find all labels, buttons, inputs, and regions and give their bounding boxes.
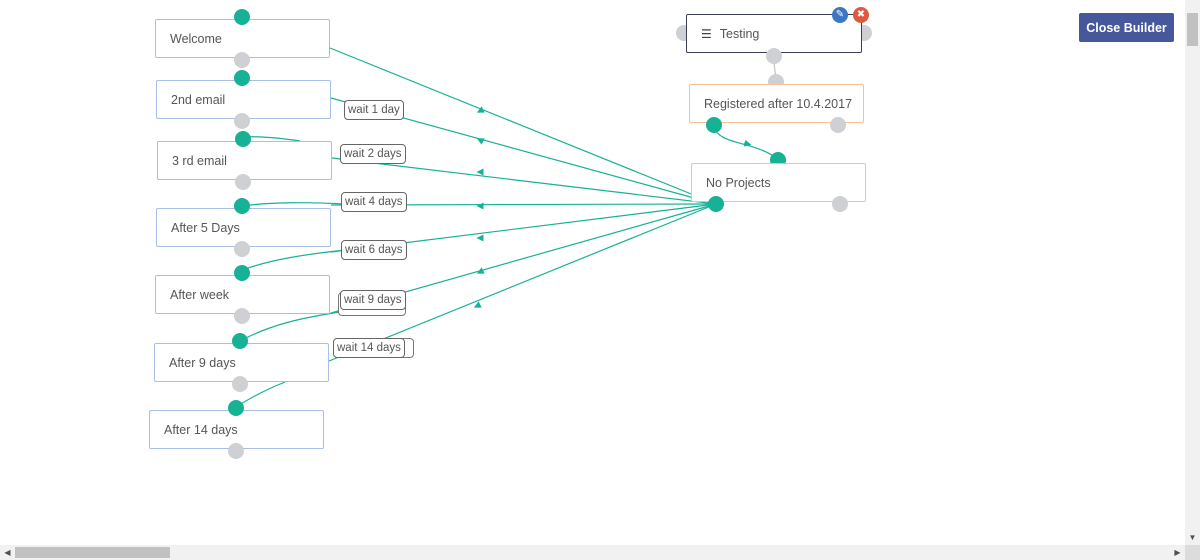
input-anchor[interactable] [234, 70, 250, 86]
connector-line [331, 157, 717, 205]
input-anchor[interactable] [234, 265, 250, 281]
email-node-label: After 14 days [164, 422, 238, 437]
output-anchor[interactable] [832, 196, 848, 212]
connector-line [241, 249, 346, 271]
close-builder-button[interactable]: Close Builder [1079, 13, 1174, 42]
scrollbar-corner [1185, 545, 1200, 560]
list-icon: ☰ [701, 26, 712, 41]
wait-label[interactable]: wait 9 days [340, 290, 406, 310]
connector-arrow [476, 138, 485, 145]
edit-icon[interactable]: ✎ [832, 7, 848, 23]
output-anchor[interactable] [235, 174, 251, 190]
delete-icon[interactable]: ✖ [853, 7, 869, 23]
input-anchor[interactable] [232, 333, 248, 349]
email-node-label: 3 rd email [172, 153, 227, 168]
connector-arrow [476, 267, 485, 274]
email-node-label: After 5 Days [171, 220, 240, 235]
email-node-label: After 9 days [169, 355, 236, 370]
output-anchor[interactable] [706, 117, 722, 133]
input-anchor[interactable] [235, 131, 251, 147]
output-anchor[interactable] [232, 376, 248, 392]
connector-line [713, 125, 778, 159]
wait-label[interactable]: wait 1 day [344, 100, 404, 120]
output-anchor[interactable] [234, 241, 250, 257]
output-anchor[interactable] [234, 308, 250, 324]
connector-arrow [473, 301, 482, 308]
wait-label[interactable]: wait 14 days [333, 338, 405, 358]
filter-node[interactable]: No Projects [691, 163, 866, 202]
email-node[interactable]: 2nd email [156, 80, 331, 119]
connector-arrow [476, 106, 485, 113]
filter-node-label: No Projects [706, 175, 771, 190]
source-node-label: Testing [719, 26, 760, 41]
output-anchor[interactable] [830, 117, 846, 133]
wait-label[interactable]: wait 6 days [341, 240, 407, 260]
scroll-down-icon[interactable]: ▼ [1188, 533, 1197, 542]
builder-canvas[interactable]: Welcome 2nd email 3 rd email After 5 Day… [0, 0, 1185, 545]
source-node[interactable]: ☰ Testing [686, 14, 862, 53]
connector-line [329, 47, 717, 205]
connector-line [239, 311, 341, 342]
email-node-label: Welcome [170, 31, 222, 46]
email-node[interactable]: After week [155, 275, 330, 314]
email-node-label: After week [170, 287, 230, 302]
horizontal-scrollbar[interactable] [0, 545, 1185, 560]
vertical-scrollbar[interactable] [1185, 0, 1200, 545]
scroll-left-icon[interactable]: ◀ [4, 548, 11, 557]
wait-label[interactable]: wait 4 days [341, 192, 407, 212]
output-anchor[interactable] [234, 52, 250, 68]
filter-node-label: Registered after 10.4.2017 [704, 96, 853, 111]
output-anchor[interactable] [234, 113, 250, 129]
scroll-right-icon[interactable]: ▶ [1174, 548, 1181, 557]
filter-node[interactable]: Registered after 10.4.2017 [689, 84, 864, 123]
horizontal-scroll-thumb[interactable] [15, 547, 170, 558]
email-node-label: 2nd email [171, 92, 226, 107]
email-node[interactable]: After 14 days [149, 410, 324, 449]
connector-arrow [743, 139, 752, 147]
output-anchor[interactable] [708, 196, 724, 212]
output-anchor[interactable] [228, 443, 244, 459]
connector-line [328, 203, 717, 362]
wait-label[interactable]: wait 2 days [340, 144, 406, 164]
vertical-scroll-thumb[interactable] [1187, 13, 1198, 46]
input-anchor[interactable] [234, 198, 250, 214]
input-anchor[interactable] [228, 400, 244, 416]
connector-line [241, 202, 346, 207]
output-anchor[interactable] [766, 48, 782, 64]
input-anchor[interactable] [234, 9, 250, 25]
